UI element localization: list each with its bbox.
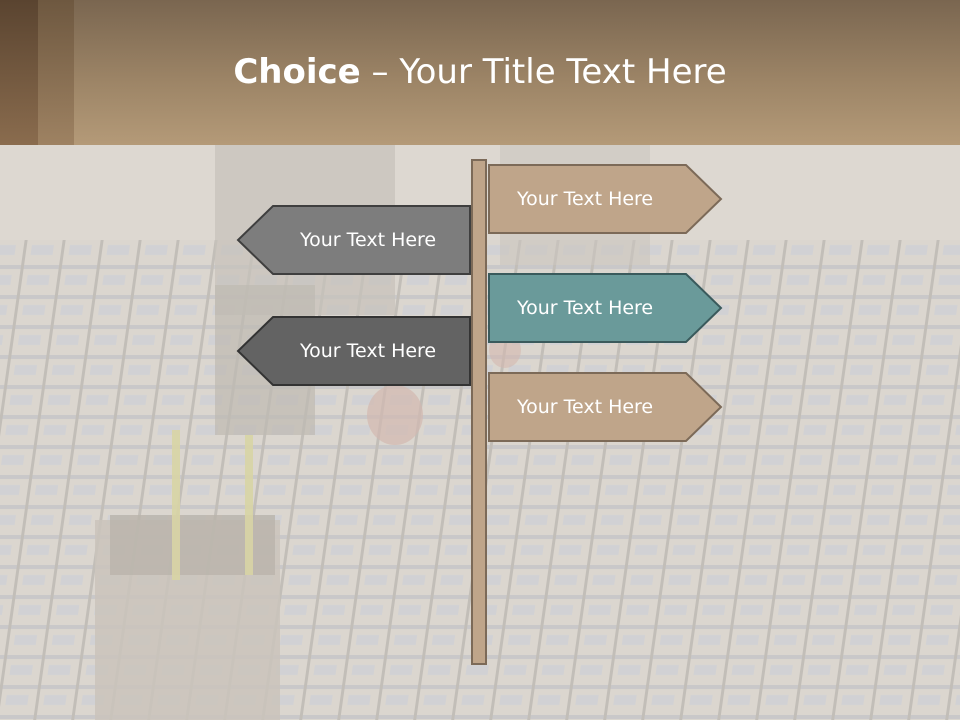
arrow-left-shape xyxy=(236,316,471,386)
arrow-right-shape xyxy=(488,273,723,343)
title-rest: – Your Title Text Here xyxy=(360,52,727,92)
sign-label-4: Your Text Here xyxy=(300,340,437,362)
sign-arrow-right-2[interactable]: Your Text Here xyxy=(488,273,724,343)
sign-label-2: Your Text Here xyxy=(300,229,437,251)
sign-arrow-left-1[interactable]: Your Text Here xyxy=(235,205,471,275)
sign-label-3: Your Text Here xyxy=(517,297,654,319)
banner-accent-dark xyxy=(0,0,38,145)
sign-label-1: Your Text Here xyxy=(517,188,654,210)
slide-title[interactable]: Choice – Your Title Text Here xyxy=(0,52,960,92)
arrow-left-shape xyxy=(236,205,471,275)
arrow-right-shape xyxy=(488,164,723,234)
sign-arrow-right-1[interactable]: Your Text Here xyxy=(488,164,724,234)
title-bold: Choice xyxy=(233,52,361,92)
arrow-right-shape xyxy=(488,372,723,442)
sign-label-5: Your Text Here xyxy=(517,396,654,418)
sign-arrow-right-3[interactable]: Your Text Here xyxy=(488,372,724,442)
sign-arrow-left-2[interactable]: Your Text Here xyxy=(235,316,471,386)
title-banner: Choice – Your Title Text Here xyxy=(0,0,960,145)
banner-accent-mid xyxy=(38,0,74,145)
signpost-pole xyxy=(471,159,487,665)
